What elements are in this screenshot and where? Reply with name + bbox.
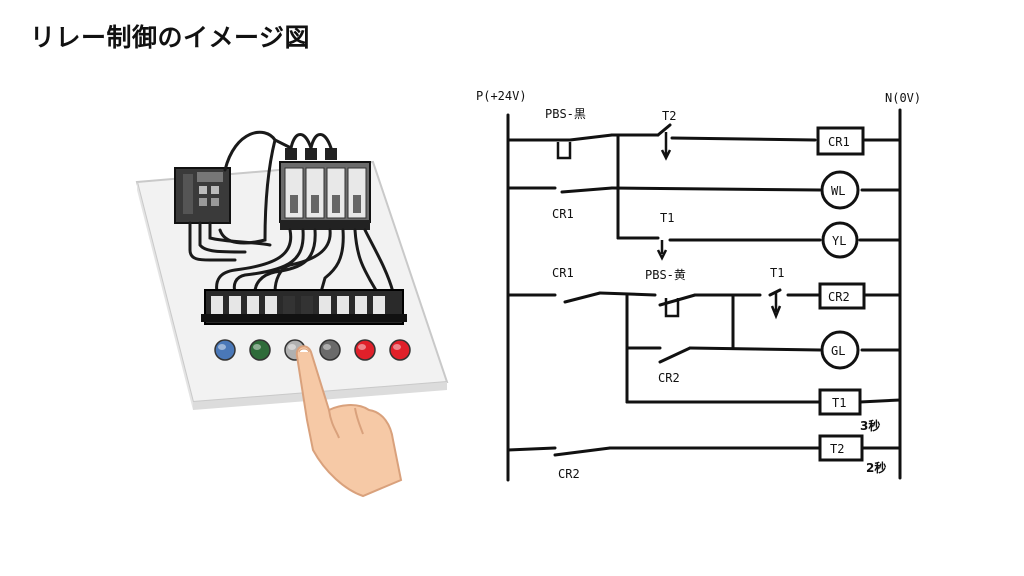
push-button-highlight [218, 344, 226, 350]
push-button-6[interactable] [389, 339, 411, 361]
terminal-strip [201, 289, 407, 325]
timer-t1-label: T1 [832, 396, 846, 410]
push-button-5[interactable] [354, 339, 376, 361]
contact-cr1-b-label: CR1 [552, 266, 574, 280]
coil-cr2 [818, 282, 866, 310]
lamp-gl-label: GL [831, 344, 845, 358]
lamp-yl-label: YL [832, 234, 846, 248]
slide-title: リレー制御のイメージ図 [30, 23, 311, 52]
relay-panel-illustration [135, 130, 449, 498]
timer-t2-label: T2 [830, 442, 844, 456]
timer-t1 [818, 388, 862, 416]
lamp-gl [820, 330, 860, 370]
timer-t1-time: 3秒 [860, 418, 880, 433]
push-button-4[interactable] [319, 339, 341, 361]
lamp-wl-label: WL [831, 184, 845, 198]
push-button-highlight [358, 344, 366, 350]
coil-cr2-label: CR2 [828, 290, 850, 304]
timer-t2 [818, 434, 864, 462]
lamp-wl [820, 170, 860, 210]
lamp-yl [821, 221, 859, 259]
coil-cr1-label: CR1 [828, 135, 850, 149]
push-button-highlight [323, 344, 331, 350]
contact-t2-label: T2 [662, 109, 676, 123]
relay-block [279, 161, 371, 230]
power-supply-unit [174, 167, 231, 224]
contact-t1-b-label: T1 [770, 266, 784, 280]
push-button-1[interactable] [214, 339, 236, 361]
contact-cr2-a-label: CR2 [658, 371, 680, 385]
contact-pbs-yellow-label: PBS-黄 [645, 268, 686, 282]
coil-cr1 [816, 126, 865, 156]
right-rail-label: N(0V) [885, 91, 921, 105]
contact-pbs-black-label: PBS-黒 [545, 107, 586, 121]
contact-cr1-a-label: CR1 [552, 207, 574, 221]
push-button-2[interactable] [249, 339, 271, 361]
push-button-highlight [253, 344, 261, 350]
timer-t2-time: 2秒 [866, 460, 886, 475]
push-button-highlight [288, 344, 296, 350]
contact-t1-a-label: T1 [660, 211, 674, 225]
contact-cr2-b-label: CR2 [558, 467, 580, 481]
push-button-highlight [393, 344, 401, 350]
left-rail-label: P(+24V) [476, 89, 527, 103]
top-connectors [285, 148, 337, 160]
wires [188, 130, 395, 294]
hand-pointer [295, 345, 403, 498]
ladder-diagram: P(+24V) N(0V) PBS-黒 T2 CR1 T1 CR1 PBS-黄 … [476, 89, 921, 482]
